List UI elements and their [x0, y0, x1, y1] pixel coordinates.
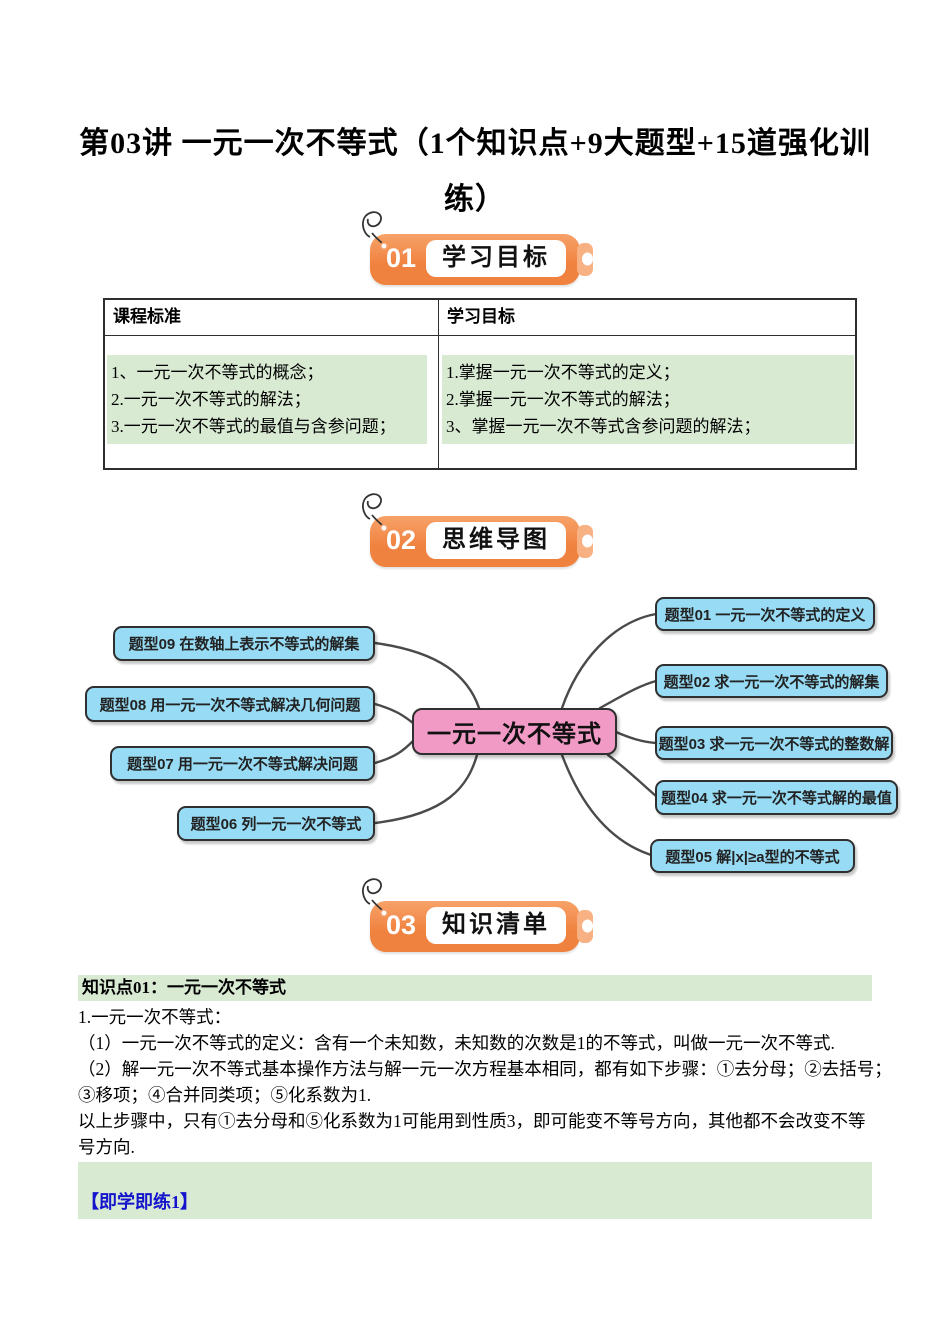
pin-doodle-icon [362, 211, 388, 250]
mindmap-node-topic03: 题型03 求一元一次不等式的整数解 [655, 726, 893, 760]
table-row: 3.一元一次不等式的最值与含参问题； [111, 417, 396, 436]
section-badge-03: 03 知识清单 [362, 878, 594, 952]
goals-table: 课程标准 学习目标 1、一元一次不等式的概念； 2.一元一次不等式的解法； 3.… [103, 298, 857, 470]
highlight-block: 1、一元一次不等式的概念； 2.一元一次不等式的解法； 3.一元一次不等式的最值… [107, 355, 427, 444]
section-badge-01: 01 学习目标 [362, 211, 594, 285]
mindmap-connectors [373, 612, 658, 857]
knowledge-point-body: 1.一元一次不等式： （1）一元一次不等式的定义：含有一个未知数，未知数的次数是… [78, 1004, 892, 1160]
body-text-line: （2）解一元一次不等式基本操作方法与解一元一次方程基本相同，都有如下步骤：①去分… [78, 1059, 892, 1079]
mindmap-node-topic06: 题型06 列一元一次不等式 [177, 806, 375, 841]
section-number: 03 [385, 909, 417, 940]
table-row: 2.一元一次不等式的解法； [111, 390, 311, 409]
mindmap-node-topic05: 题型05 解|x|≥a型的不等式 [650, 839, 855, 873]
pin-doodle-icon [362, 493, 388, 532]
section-title: 知识清单 [426, 907, 567, 944]
table-row: 3、掌握一元一次不等式含参问题的解法； [446, 417, 761, 436]
knowledge-point-heading: 知识点01：一元一次不等式 [78, 975, 872, 1001]
mindmap-node-topic07: 题型07 用一元一次不等式解决问题 [110, 746, 375, 781]
section-header-goals: 01 学习目标 [0, 211, 950, 285]
goals-table-header-left: 课程标准 [105, 300, 439, 336]
practice-label: 【即学即练1】 [81, 1192, 198, 1212]
section-header-knowledge: 03 知识清单 [0, 878, 950, 952]
goals-table-cell-standards: 1、一元一次不等式的概念； 2.一元一次不等式的解法； 3.一元一次不等式的最值… [105, 336, 439, 468]
mindmap-node-topic04: 题型04 求一元一次不等式解的最值 [655, 780, 898, 815]
section-badge-02: 02 思维导图 [362, 493, 594, 567]
body-text-line: 号方向. [78, 1137, 135, 1157]
body-text-line: ③移项；④合并同类项；⑤化系数为1. [78, 1085, 372, 1105]
mindmap: 题型09 在数轴上表示不等式的解集 题型08 用一元一次不等式解决几何问题 题型… [0, 580, 950, 880]
page-title: 第03讲 一元一次不等式（1个知识点+9大题型+15道强化训 练） [0, 116, 950, 228]
section-title: 学习目标 [426, 240, 567, 277]
mindmap-center-node: 一元一次不等式 [412, 708, 617, 755]
body-text-line: 1.一元一次不等式： [78, 1007, 232, 1027]
highlight-block: 1.掌握一元一次不等式的定义； 2.掌握一元一次不等式的解法； 3、掌握一元一次… [442, 355, 854, 444]
table-row: 2.掌握一元一次不等式的解法； [446, 390, 680, 409]
section-header-mindmap: 02 思维导图 [0, 493, 950, 567]
page-title-line2: 练） [444, 183, 506, 217]
mindmap-node-topic09: 题型09 在数轴上表示不等式的解集 [113, 626, 375, 661]
table-row: 1.掌握一元一次不等式的定义； [446, 363, 680, 382]
mindmap-node-topic02: 题型02 求一元一次不等式的解集 [655, 664, 888, 698]
goals-table-header-right: 学习目标 [439, 300, 855, 336]
practice-block: 【即学即练1】 [78, 1162, 872, 1219]
mindmap-node-topic08: 题型08 用一元一次不等式解决几何问题 [85, 686, 375, 722]
section-title: 思维导图 [426, 522, 567, 559]
pin-doodle-icon [362, 878, 388, 917]
body-text-line: 以上步骤中，只有①去分母和⑤化系数为1可能用到性质3，即可能变不等号方向，其他都… [78, 1111, 866, 1131]
body-text-line: （1）一元一次不等式的定义：含有一个未知数，未知数的次数是1的不等式，叫做一元一… [78, 1033, 835, 1053]
goals-table-cell-objectives: 1.掌握一元一次不等式的定义； 2.掌握一元一次不等式的解法； 3、掌握一元一次… [439, 336, 855, 468]
section-number: 02 [385, 524, 417, 555]
table-row: 1、一元一次不等式的概念； [111, 363, 324, 382]
mindmap-node-topic01: 题型01 一元一次不等式的定义 [655, 597, 875, 631]
section-number: 01 [385, 242, 417, 273]
page-title-line1: 第03讲 一元一次不等式（1个知识点+9大题型+15道强化训 [79, 127, 871, 161]
